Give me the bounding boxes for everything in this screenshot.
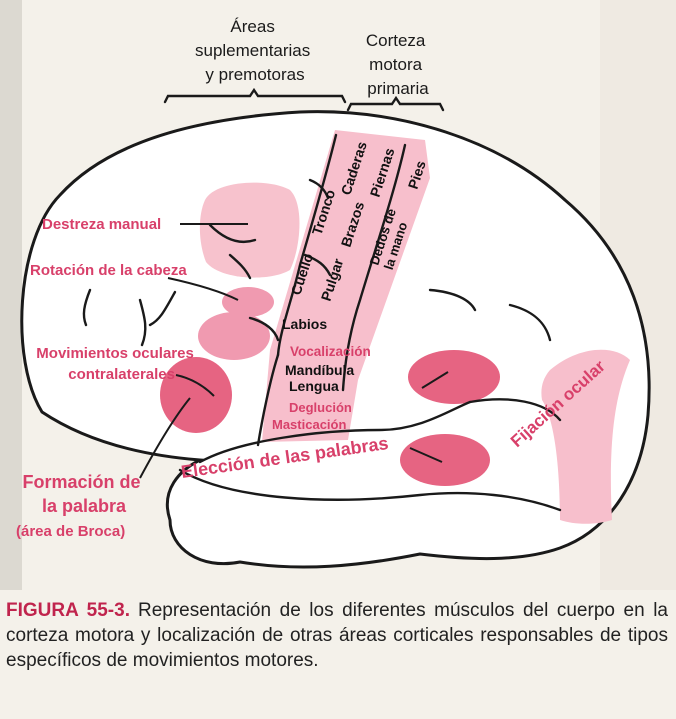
header-primary-motor: Corteza motora primaria [366, 31, 430, 98]
figure-caption: FIGURA 55-3.Representación de los difere… [6, 598, 668, 673]
brain-folds [82, 133, 562, 512]
header-supplementary: Áreas suplementarias y premotoras [195, 17, 315, 84]
region-eye-movements [198, 312, 270, 360]
region-head-rotation [222, 287, 274, 317]
label-mandibula: Mandíbula [285, 362, 354, 378]
region-word-choice-upper [408, 350, 500, 404]
region-supplementary [199, 182, 300, 278]
label-movimientos: Movimientos oculares contralaterales [36, 345, 198, 383]
region-eye-fixation [541, 349, 630, 524]
label-destreza: Destreza manual [42, 216, 161, 233]
figure-number: FIGURA 55-3. [6, 600, 130, 621]
motor-cortex-diagram: Áreas suplementarias y premotoras Cortez… [0, 0, 651, 590]
region-word-choice-lower [400, 434, 490, 486]
label-broca: (área de Broca) [16, 523, 125, 540]
label-labios: Labios [282, 316, 327, 332]
label-pointers [139, 223, 449, 479]
caption-text: Representación de los diferentes músculo… [6, 600, 668, 671]
label-masticacion: Masticación [272, 417, 346, 432]
header-brackets [163, 87, 445, 112]
label-rotacion: Rotación de la cabeza [30, 262, 187, 279]
label-dedos: Dedos de la mano [367, 203, 415, 271]
label-deglucion: Deglución [289, 400, 352, 415]
label-vocalizacion: Vocalización [290, 344, 371, 359]
label-lengua: Lengua [289, 378, 339, 394]
label-formacion: Formación de la palabra [22, 472, 145, 516]
